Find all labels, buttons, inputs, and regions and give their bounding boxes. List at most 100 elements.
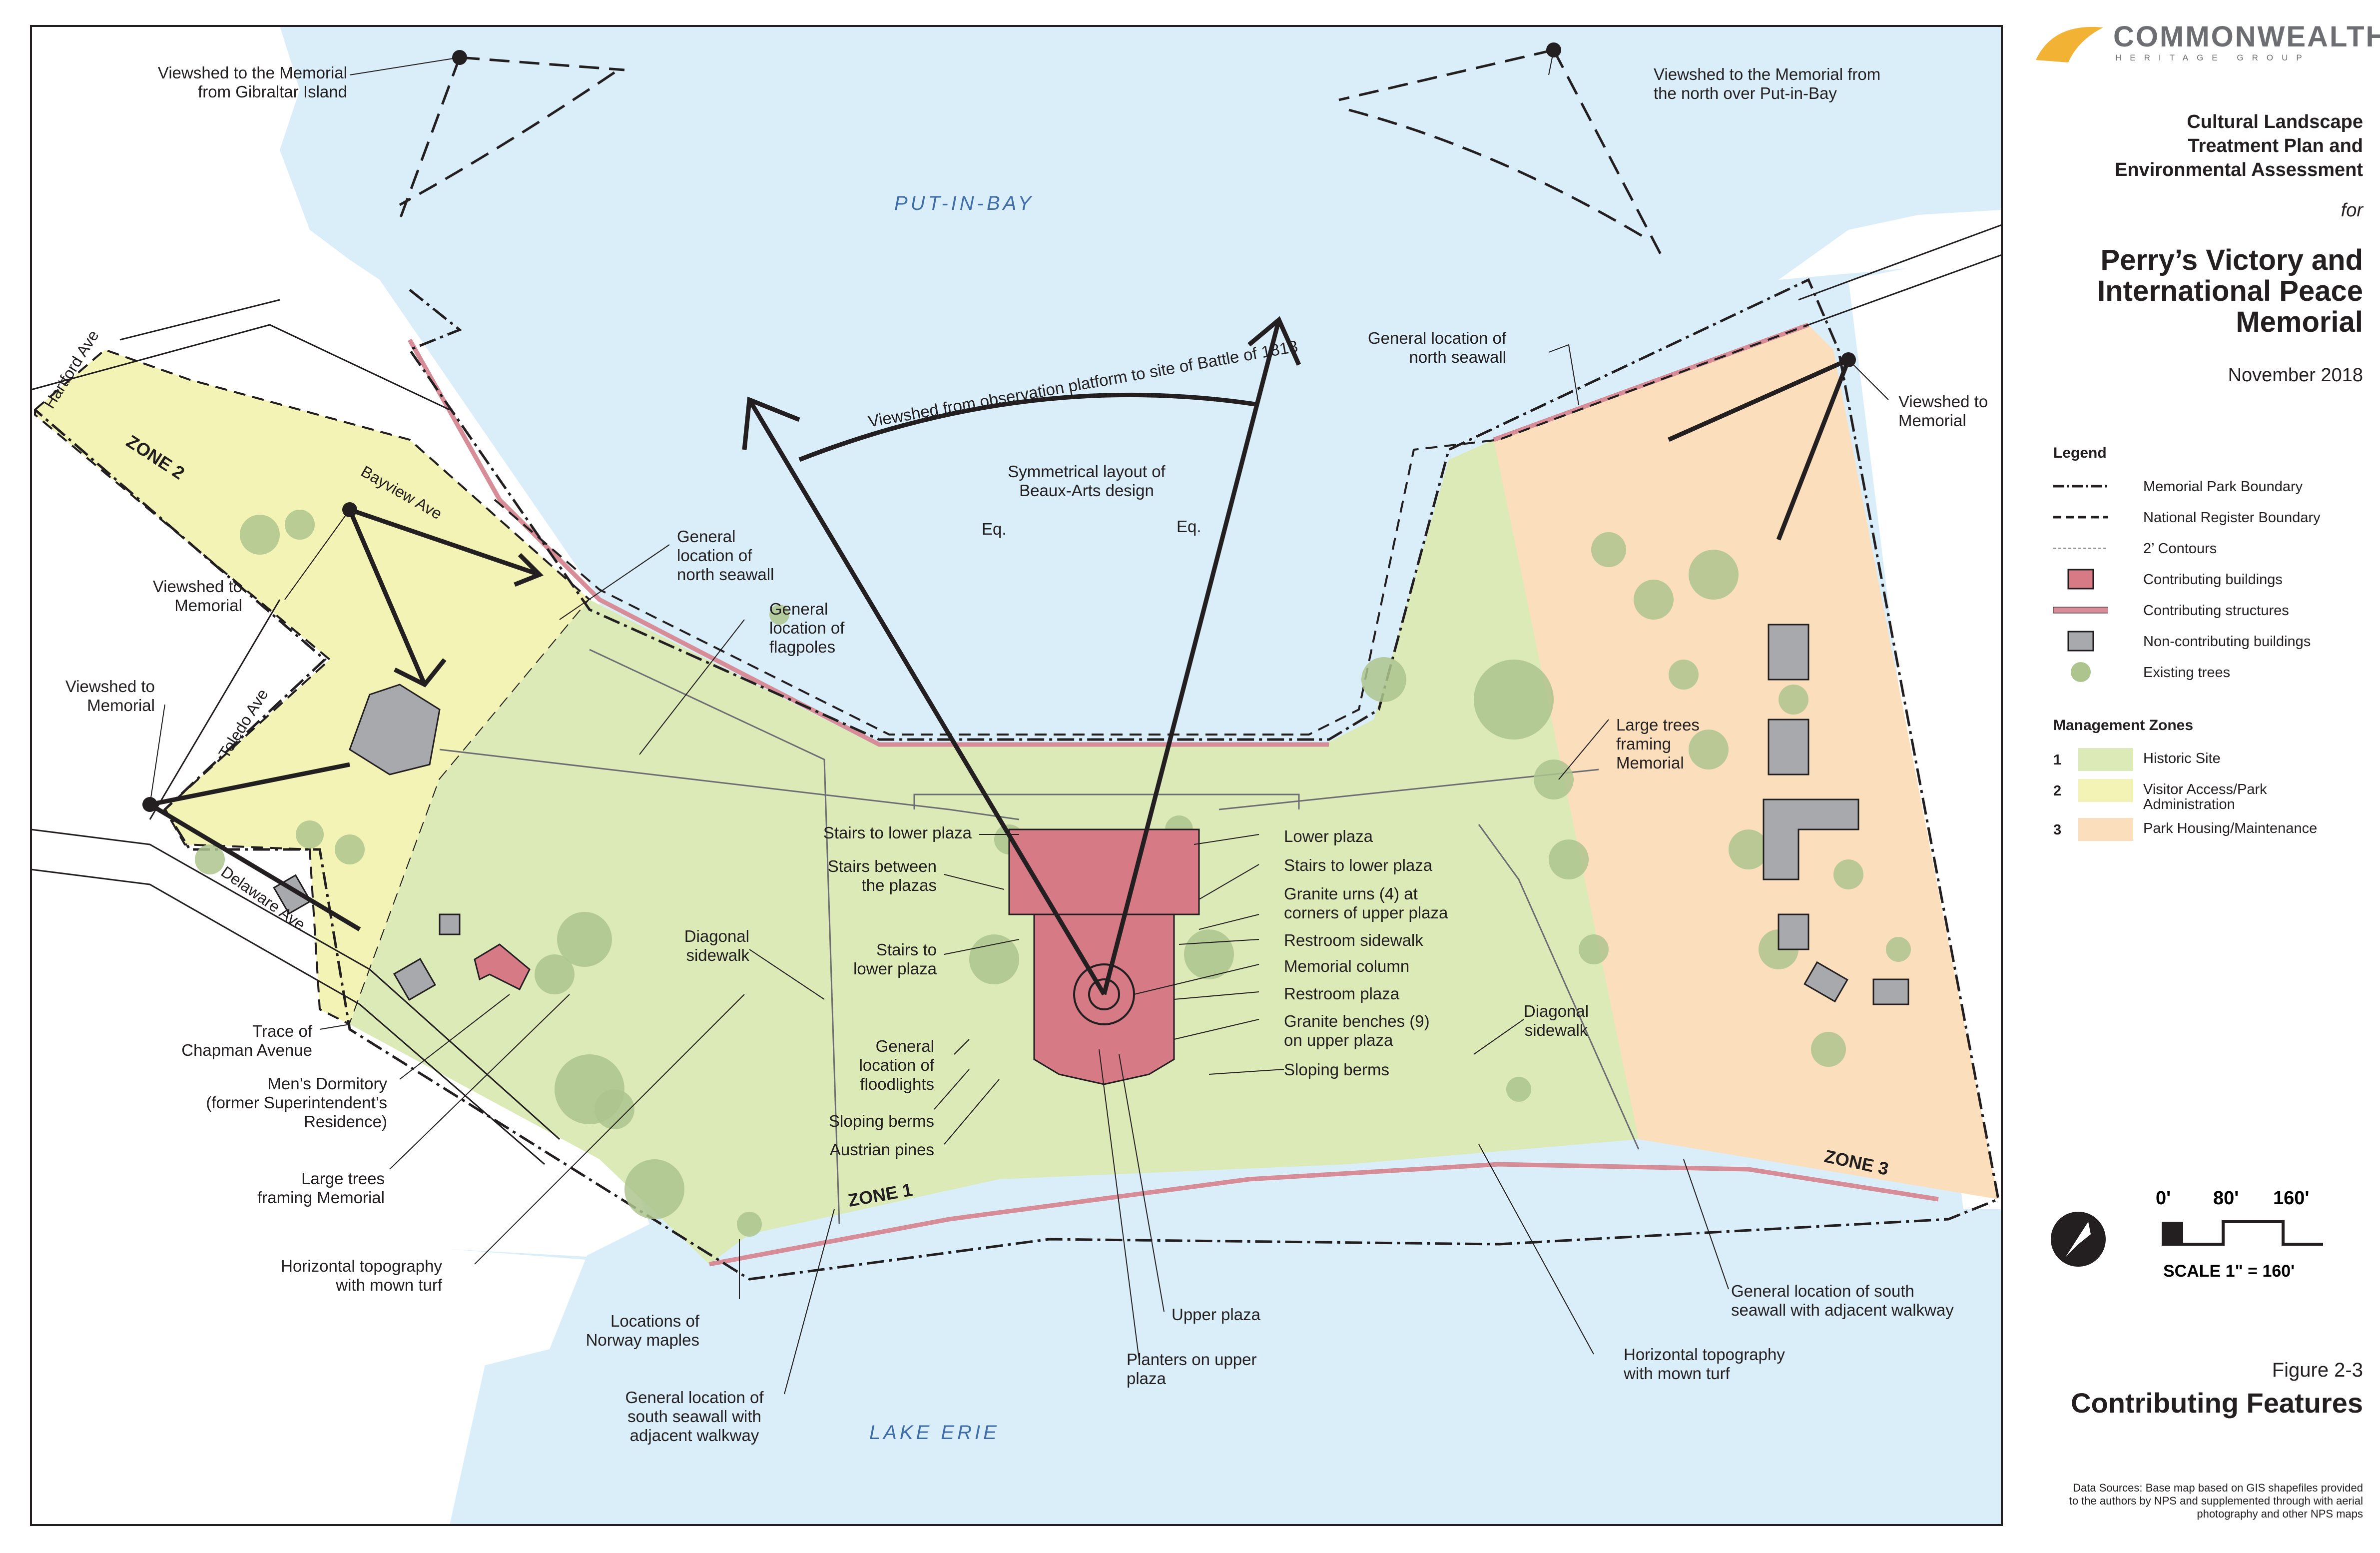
lower-plaza	[1008, 828, 1200, 915]
document-title: Cultural Landscape Treatment Plan and En…	[2115, 111, 2363, 180]
legend-item-contributing-structures: Contributing structures	[2053, 599, 2363, 624]
tree-circle-icon	[2071, 662, 2091, 682]
non-contributing-buildings	[273, 624, 1909, 1005]
sloping-berms-right-label: Sloping berms	[1284, 1060, 1389, 1079]
zone-item-park-housing: 3 Park Housing/Maintenance	[2053, 817, 2363, 847]
scale-tick-80: 80'	[2213, 1188, 2239, 1209]
logo-mark-icon	[2036, 26, 2103, 62]
viewshed-arrows	[148, 316, 1851, 996]
legend-item-contributing-buildings: Contributing buildings	[2053, 568, 2363, 593]
upper-plaza-label: Upper plaza	[1172, 1305, 1261, 1324]
dash-dot-line-icon	[2053, 485, 2108, 488]
zone1-area	[350, 430, 1639, 1264]
memorial-column-core	[1088, 978, 1120, 1010]
logo-name: COMMONWEALTH	[2113, 20, 2380, 53]
gray-box-icon	[2067, 631, 2094, 652]
southwest-shore	[31, 1049, 599, 1525]
data-sources: Data Sources: Base map based on GIS shap…	[2069, 1482, 2363, 1520]
legend-item-non-contributing: Non-contributing buildings	[2053, 630, 2363, 655]
leader-lines	[149, 49, 1889, 1395]
zone2-swatch	[2078, 779, 2133, 802]
national-register-boundary	[494, 324, 1809, 736]
put-in-bay-label: PUT-IN-BAY	[894, 192, 1034, 214]
stairs-lower-plaza-top-label: Stairs to lower plaza	[823, 823, 972, 842]
street-lines	[30, 224, 2002, 1165]
scale-text: SCALE 1" = 160'	[2163, 1262, 2295, 1281]
zone1-swatch	[2078, 748, 2133, 771]
viewshed-dashed	[398, 48, 1665, 261]
contour-line-icon	[2053, 548, 2108, 549]
figure-title: Contributing Features	[2071, 1387, 2363, 1419]
stairs-lower-plaza-right-label: Stairs to lower plaza	[1284, 856, 1433, 874]
scale-tick-160: 160'	[2273, 1188, 2309, 1209]
document-for: for	[2341, 200, 2363, 221]
south-seawall	[709, 1162, 1939, 1267]
restroom-plaza-label: Restroom plaza	[1284, 984, 1400, 1003]
commonwealth-logo: COMMONWEALTH HERITAGE GROUP	[2033, 20, 2380, 75]
existing-trees	[195, 510, 1911, 1237]
east-shore	[1848, 250, 2002, 1209]
map-frame	[30, 25, 2003, 1526]
title-sidebar: COMMONWEALTH HERITAGE GROUP Cultural Lan…	[2018, 20, 2380, 1529]
austrian-pines-label: Austrian pines	[830, 1140, 934, 1159]
management-zones-title: Management Zones	[2053, 717, 2194, 734]
figure-number: Figure 2-3	[2272, 1359, 2363, 1381]
dashed-line-icon	[2053, 516, 2108, 519]
legend-title: Legend	[2053, 445, 2107, 461]
scale-block: 0' 80' 160' SCALE 1" = 160'	[2043, 1169, 2353, 1299]
upper-plaza	[1033, 913, 1175, 1085]
legend-item-register-boundary: National Register Boundary	[2053, 506, 2363, 531]
zone3-swatch	[2078, 818, 2133, 841]
zone2-area	[34, 348, 591, 1026]
sloping-berms-left-label: Sloping berms	[829, 1112, 934, 1130]
memorial-column-label: Memorial column	[1284, 957, 1409, 975]
lake-erie-lower-left	[450, 1249, 724, 1525]
eq-left-label: Eq.	[982, 520, 1007, 538]
red-box-icon	[2067, 569, 2094, 590]
document-date: November 2018	[2228, 365, 2363, 386]
legend-item-existing-trees: Existing trees	[2053, 661, 2363, 686]
zone-item-historic-site: 1 Historic Site	[2053, 747, 2363, 777]
gibraltar-island-shore	[31, 26, 380, 280]
eq-right-label: Eq.	[1177, 517, 1201, 536]
memorial-park-boundary	[34, 278, 2000, 1281]
mens-dormitory-building	[474, 943, 531, 991]
project-title: Perry’s Victory and International Peace …	[2097, 244, 2363, 338]
logo-subtitle: HERITAGE GROUP	[2115, 53, 2311, 62]
lake-erie-label: LAKE ERIE	[869, 1422, 1000, 1444]
lower-plaza-label: Lower plaza	[1284, 827, 1373, 845]
scale-tick-0: 0'	[2156, 1188, 2171, 1209]
granite-benches-label: Granite benches (9)on upper plaza	[1284, 1012, 1430, 1049]
north-seawall-left	[408, 338, 1329, 747]
pink-bar-icon	[2053, 607, 2108, 614]
scale-graphic: 0' 80' 160' SCALE 1" = 160'	[2051, 1188, 2323, 1281]
legend-item-park-boundary: Memorial Park Boundary	[2053, 475, 2363, 500]
zone-item-visitor-access: 2 Visitor Access/Park Administration	[2053, 778, 2363, 812]
restroom-sidewalk-label: Restroom sidewalk	[1284, 931, 1423, 949]
